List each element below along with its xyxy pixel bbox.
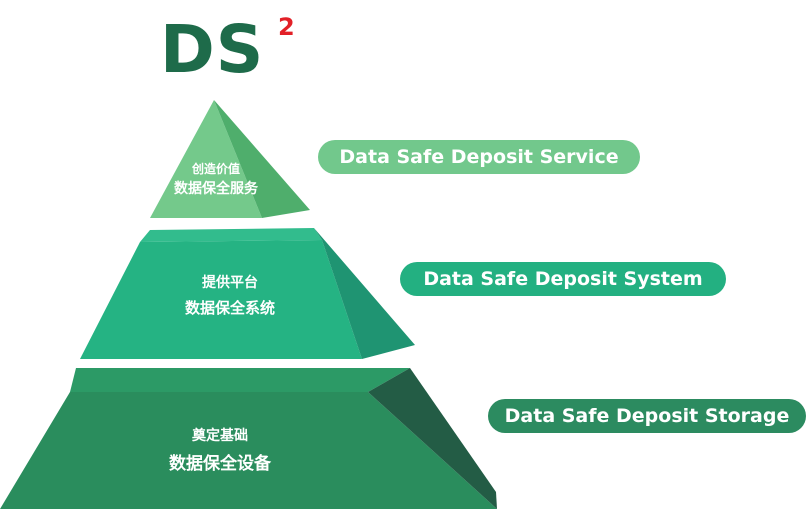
bottom-tier-line2: 数据保全设备 xyxy=(169,454,271,474)
label-data-safe-deposit-storage: Data Safe Deposit Storage xyxy=(488,399,806,433)
middle-tier-text: 提供平台 数据保全系统 xyxy=(140,273,320,323)
bottom-tier-front-face xyxy=(0,392,497,509)
top-tier-line2: 数据保全服务 xyxy=(174,181,258,197)
bottom-tier-line1: 奠定基础 xyxy=(192,428,248,444)
top-tier-front-face xyxy=(150,100,262,218)
label-data-safe-deposit-service: Data Safe Deposit Service xyxy=(318,140,640,174)
ds2-logo: DS 2 xyxy=(160,10,310,90)
bottom-tier-side-face xyxy=(368,368,497,509)
top-tier-line1: 创造价值 xyxy=(191,162,240,176)
top-tier-text: 创造价值 数据保全服务 xyxy=(150,160,282,200)
logo-text: DS xyxy=(160,11,265,88)
middle-tier-side-face xyxy=(314,228,415,359)
middle-tier-line1: 提供平台 xyxy=(202,275,258,291)
top-tier-side-face xyxy=(214,100,310,218)
middle-tier-front-face xyxy=(80,240,362,359)
bottom-tier-text: 奠定基础 数据保全设备 xyxy=(120,426,320,482)
logo-superscript: 2 xyxy=(278,13,295,41)
middle-tier-top-face xyxy=(140,228,322,242)
middle-tier-line2: 数据保全系统 xyxy=(184,299,275,317)
label-data-safe-deposit-system: Data Safe Deposit System xyxy=(400,262,726,296)
bottom-tier-top-face xyxy=(70,368,410,392)
